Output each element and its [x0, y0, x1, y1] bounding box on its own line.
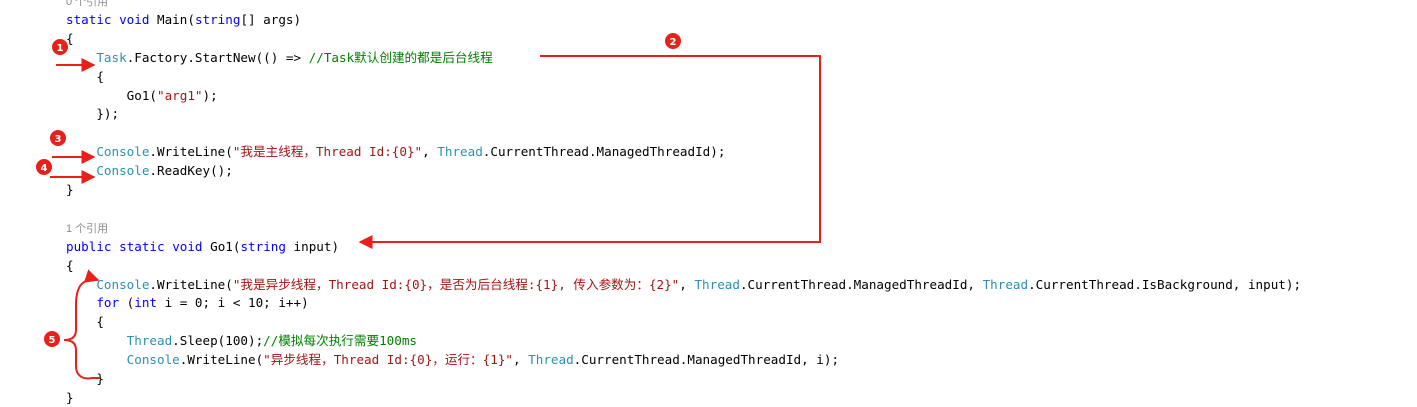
code-text: [] args) — [240, 11, 302, 27]
code-text — [112, 239, 120, 254]
codelens-reference-count[interactable]: 0 个引用 — [66, 0, 108, 10]
code-text: , — [512, 352, 529, 368]
codelens-text: 1 个引用 — [66, 222, 109, 235]
code-type-name: Thread — [982, 276, 1029, 292]
code-text — [66, 50, 96, 65]
code-keyword: for — [96, 295, 120, 311]
code-string-literal: "arg1" — [157, 87, 203, 103]
code-line: Console.WriteLine("我是主线程，Thread Id:{0}",… — [66, 142, 725, 161]
code-text — [112, 12, 120, 27]
code-line: } — [66, 180, 74, 199]
code-text: , — [422, 144, 438, 160]
code-text: .WriteLine( — [149, 276, 233, 292]
code-text: { — [66, 30, 74, 46]
code-type-name: Console — [96, 276, 150, 292]
codelens-reference-count[interactable]: 1 个引用 — [66, 218, 108, 237]
code-keyword: void — [119, 11, 150, 27]
code-line: static void Main(string[] args) — [66, 10, 301, 29]
code-line: Thread.Sleep(100);//模拟每次执行需要100ms — [66, 331, 417, 350]
code-text: } — [66, 182, 74, 197]
code-line: }); — [66, 104, 119, 123]
code-text — [66, 295, 96, 310]
code-text: } — [66, 371, 104, 386]
code-line: Console.ReadKey(); — [66, 161, 233, 180]
code-text — [66, 333, 127, 348]
code-keyword: string — [240, 238, 286, 254]
code-type-name: Thread — [694, 276, 740, 292]
code-text: i = 0; i < 10; i++) — [157, 295, 309, 311]
code-text: , — [679, 276, 695, 292]
code-line: { — [66, 312, 104, 331]
code-text — [66, 144, 96, 159]
code-text: input) — [285, 238, 340, 254]
code-text: Main( — [149, 11, 195, 27]
code-comment: //模拟每次执行需要100ms — [263, 333, 417, 349]
code-type-name: Thread — [437, 144, 483, 160]
code-text: ( — [119, 295, 135, 311]
code-text: }); — [66, 106, 120, 122]
code-keyword: void — [172, 238, 203, 254]
code-string-literal: "我是异步线程，Thread Id:{0}，是否为后台线程:{1}, 传入参数为… — [232, 276, 680, 292]
code-text: { — [66, 68, 104, 84]
code-keyword: public — [66, 238, 112, 254]
code-type-name: Console — [126, 352, 180, 368]
code-line: Go1("arg1"); — [66, 86, 218, 105]
code-type-name: Task — [96, 49, 127, 65]
code-keyword: static — [119, 238, 165, 254]
code-text: { — [66, 257, 74, 273]
code-text: { — [66, 314, 104, 330]
code-text: .WriteLine( — [149, 144, 233, 160]
codelens-text: 0 个引用 — [66, 0, 109, 8]
code-text: .Factory.StartNew(() => — [126, 49, 309, 65]
code-text: } — [66, 389, 74, 405]
code-line: Console.WriteLine("异步线程，Thread Id:{0}，运行… — [66, 350, 839, 369]
code-text: .CurrentThread.ManagedThreadId, i); — [573, 352, 840, 368]
code-line: { — [66, 67, 104, 86]
code-text — [66, 352, 127, 367]
code-line: for (int i = 0; i < 10; i++) — [66, 293, 309, 312]
code-keyword: static — [66, 11, 112, 27]
code-text: .CurrentThread.ManagedThreadId); — [482, 144, 726, 160]
code-text: ); — [202, 87, 218, 103]
code-comment: //Task默认创建的都是后台线程 — [308, 49, 493, 65]
code-text — [66, 277, 96, 292]
code-line: Console.WriteLine("我是异步线程，Thread Id:{0}，… — [66, 275, 1301, 294]
code-type-name: Console — [96, 163, 150, 179]
code-text: .WriteLine( — [179, 352, 264, 368]
code-type-name: Thread — [126, 333, 173, 349]
code-text: .CurrentThread.IsBackground, input); — [1028, 276, 1302, 292]
code-line: { — [66, 256, 74, 275]
code-line: } — [66, 369, 104, 388]
code-text: Go1( — [66, 87, 157, 103]
code-type-name: Thread — [528, 352, 574, 368]
code-text: .ReadKey(); — [149, 163, 233, 179]
code-keyword: string — [194, 11, 241, 27]
code-text: .Sleep(100); — [172, 333, 264, 349]
code-line: } — [66, 388, 74, 407]
code-string-literal: "异步线程，Thread Id:{0}，运行：{1}" — [263, 352, 513, 368]
code-string-literal: "我是主线程，Thread Id:{0}" — [232, 144, 423, 160]
code-line: public static void Go1(string input) — [66, 237, 339, 256]
code-keyword: int — [134, 295, 158, 311]
code-text — [66, 163, 96, 178]
code-text: .CurrentThread.ManagedThreadId, — [739, 276, 983, 292]
code-text: Go1( — [202, 238, 241, 254]
code-type-name: Console — [96, 144, 150, 160]
code-line: Task.Factory.StartNew(() => //Task默认创建的都… — [66, 48, 493, 67]
code-line: { — [66, 29, 74, 48]
